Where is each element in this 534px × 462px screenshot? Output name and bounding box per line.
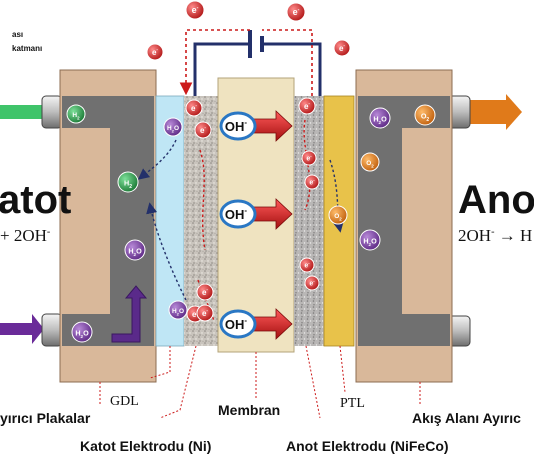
electron-molecule: e- xyxy=(304,174,320,190)
gdl-label: GDL xyxy=(110,394,139,409)
svg-text:e-: e- xyxy=(306,153,312,162)
hydrogen-molecule: H2 xyxy=(66,104,86,124)
legend-fragment-line1: ası xyxy=(12,30,24,39)
electron-molecule: e- xyxy=(185,99,203,117)
oxygen-molecule: O2 xyxy=(414,104,436,126)
electron-molecule: e- xyxy=(333,39,351,57)
hydroxide-ion: OH- xyxy=(219,308,293,340)
svg-text:e-: e- xyxy=(202,309,208,318)
svg-text:e-: e- xyxy=(152,48,158,57)
svg-text:e-: e- xyxy=(339,44,345,53)
cathode-electrode-label: Katot Elektrodu (Ni) xyxy=(80,438,212,454)
oxygen-molecule: O2 xyxy=(360,152,380,172)
svg-text:e-: e- xyxy=(200,126,206,135)
svg-text:H2: H2 xyxy=(124,179,132,191)
anode-equation: 2OH- → H xyxy=(458,226,533,245)
electron-molecule: e- xyxy=(299,257,315,273)
electron-molecule: e- xyxy=(304,275,320,291)
svg-text:e-: e- xyxy=(304,260,310,269)
legend-fragment-line2: katmanı xyxy=(12,44,43,53)
electron-molecule: e- xyxy=(196,283,214,301)
caption-connectors xyxy=(99,345,421,419)
svg-text:H2O: H2O xyxy=(167,125,179,133)
svg-text:e-: e- xyxy=(293,7,300,17)
electron-molecule: e- xyxy=(194,121,212,139)
oxygen-molecule: O2 xyxy=(328,205,348,225)
svg-text:e-: e- xyxy=(191,104,197,113)
hydroxide-arrows: OH- OH- OH- xyxy=(219,110,293,340)
hydroxide-ion: OH- xyxy=(219,198,293,230)
svg-text:OH-: OH- xyxy=(225,316,248,332)
water-molecule: H2O xyxy=(124,239,146,261)
anode-title: Anot xyxy=(458,178,534,222)
svg-text:e-: e- xyxy=(192,5,199,15)
svg-text:H2O: H2O xyxy=(172,308,184,316)
svg-text:H2O: H2O xyxy=(128,247,142,258)
water-inlet-pipe-cathode xyxy=(0,313,63,347)
electron-molecule: e- xyxy=(298,97,316,115)
svg-text:O2: O2 xyxy=(334,213,342,221)
cathode-equation: + 2OH- xyxy=(0,226,51,245)
svg-text:O2: O2 xyxy=(366,160,374,168)
flow-plate-right-label: Akış Alanı Ayırıc xyxy=(412,410,521,426)
electron-molecule: e- xyxy=(185,0,205,20)
svg-text:OH-: OH- xyxy=(225,118,248,134)
anode-electrode-label: Anot Elektrodu (NiFeCo) xyxy=(286,438,449,454)
membrane-label: Membran xyxy=(218,402,281,418)
svg-text:e-: e- xyxy=(309,177,315,186)
electron-molecule: e- xyxy=(146,43,164,61)
oxygen-outlet-pipe xyxy=(447,94,522,130)
anode-electrode-layer xyxy=(294,96,324,346)
svg-text:O2: O2 xyxy=(421,112,430,124)
hydrogen-molecule: H2 xyxy=(117,171,139,193)
water-molecule: H2O xyxy=(71,321,93,343)
water-molecule: H2O xyxy=(168,300,188,320)
electron-molecule: e- xyxy=(196,304,214,322)
water-molecule: H2O xyxy=(359,229,381,251)
water-flow-arrow xyxy=(111,285,148,343)
svg-text:e-: e- xyxy=(202,288,208,297)
electron-molecule: e- xyxy=(286,2,306,22)
svg-text:e-: e- xyxy=(304,102,310,111)
external-circuit xyxy=(179,29,322,96)
water-molecule: H2O xyxy=(163,117,183,137)
svg-text:e-: e- xyxy=(309,278,315,287)
svg-text:OH-: OH- xyxy=(225,206,248,222)
flow-plate-left-label: yırıcı Plakalar xyxy=(0,410,91,426)
svg-text:H2O: H2O xyxy=(363,237,377,248)
electron-molecule: e- xyxy=(301,150,317,166)
hydroxide-ion: OH- xyxy=(219,110,293,142)
svg-text:H2: H2 xyxy=(72,112,80,120)
water-molecule: H2O xyxy=(369,107,391,129)
cathode-title: atot xyxy=(0,178,72,222)
svg-text:H2O: H2O xyxy=(75,329,89,340)
hydrogen-outlet-pipe xyxy=(0,95,63,129)
molecules: e-e-e-e-e-e-e-e-e-e-e-e-e-e-H2OH2OH2OH2O… xyxy=(66,0,436,343)
svg-text:H2O: H2O xyxy=(373,115,387,126)
ptl-label: PTL xyxy=(340,396,365,411)
